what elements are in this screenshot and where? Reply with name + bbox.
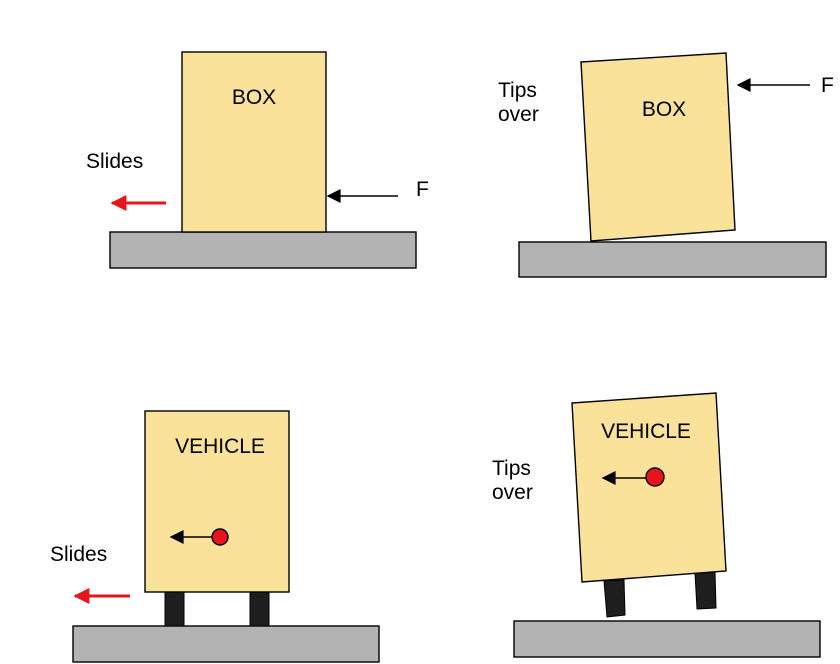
wheel-right [249, 591, 270, 627]
box-label: BOX [642, 98, 686, 121]
center-of-gravity-dot [645, 467, 665, 487]
wheel-left [603, 579, 626, 618]
panel-box-tips: BOX F Tips over [498, 52, 834, 278]
force-label: F [416, 178, 429, 201]
wheel-right [694, 571, 717, 610]
box-body [181, 51, 327, 233]
panel-box-slides: BOX F Slides [86, 51, 429, 269]
vehicle-body [571, 392, 727, 583]
panel-vehicle-tips: VEHICLE Tips over [492, 392, 821, 658]
tips-label-line1: Tips [492, 457, 531, 480]
ground-slab [109, 231, 417, 269]
box-label: BOX [232, 86, 276, 109]
tips-label-line2: over [498, 103, 539, 126]
ground-slab [518, 241, 827, 278]
slides-label: Slides [86, 150, 143, 173]
ground-slab [72, 625, 380, 663]
tips-label-line1: Tips [498, 79, 537, 102]
box-body [580, 52, 736, 242]
center-of-gravity-dot [211, 528, 229, 546]
vehicle-label: VEHICLE [601, 420, 691, 443]
panel-vehicle-slides: VEHICLE Slides [50, 410, 380, 663]
vehicle-body [144, 410, 290, 593]
force-label: F [821, 74, 834, 97]
ground-slab [513, 620, 821, 658]
vehicle-label: VEHICLE [175, 435, 265, 458]
slides-label: Slides [50, 543, 107, 566]
wheel-left [164, 591, 185, 627]
tips-label-line2: over [492, 481, 533, 504]
